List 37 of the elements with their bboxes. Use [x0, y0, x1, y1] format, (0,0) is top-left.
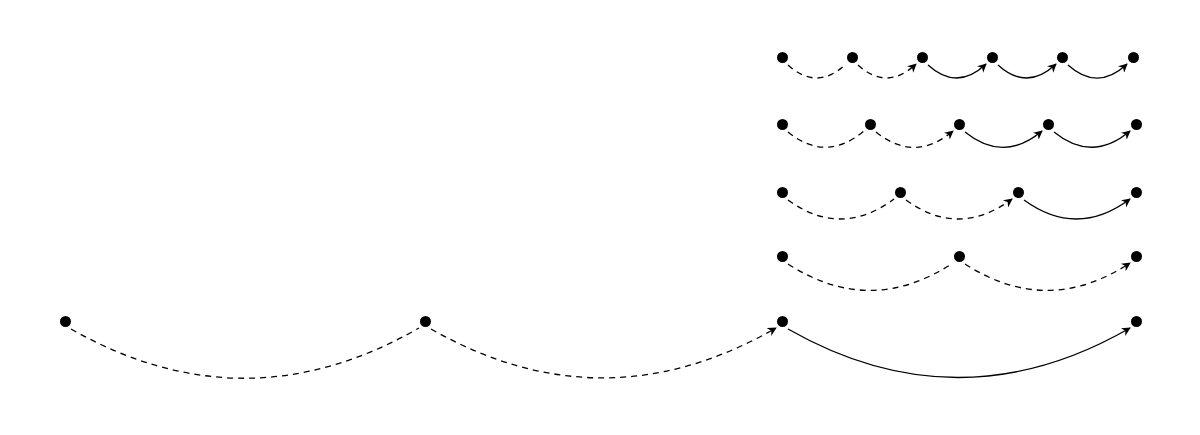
dot: [776, 315, 788, 327]
dot: [1056, 51, 1068, 63]
arrow: [430, 327, 777, 379]
arrow: [875, 130, 954, 149]
connector-line: [787, 130, 865, 148]
dot: [1130, 250, 1142, 262]
dot: [1012, 186, 1024, 198]
dot: [986, 51, 998, 63]
arrow: [905, 198, 1013, 220]
dot: [1127, 51, 1139, 63]
dot: [1130, 315, 1142, 327]
dot: [953, 118, 965, 130]
arrow: [997, 63, 1057, 79]
arrow: [964, 262, 1131, 292]
arrow: [964, 130, 1043, 149]
dot: [864, 118, 876, 130]
dot: [776, 186, 788, 198]
dot: [1130, 186, 1142, 198]
arrow: [1053, 130, 1131, 148]
dot: [776, 118, 788, 130]
dot: [953, 250, 965, 262]
arrow: [857, 63, 917, 79]
connector-line: [70, 327, 420, 379]
dot: [1130, 118, 1142, 130]
dot: [776, 51, 788, 63]
dot: [419, 315, 431, 327]
dot: [1042, 118, 1054, 130]
arrow: [1067, 63, 1128, 79]
dot: [894, 186, 906, 198]
dot: [846, 51, 858, 63]
arrow: [787, 327, 1131, 379]
arrow: [1023, 198, 1131, 220]
arrow: [927, 63, 987, 79]
dot: [59, 315, 71, 327]
dot: [916, 51, 928, 63]
dot: [776, 250, 788, 262]
connector-line: [787, 198, 895, 220]
